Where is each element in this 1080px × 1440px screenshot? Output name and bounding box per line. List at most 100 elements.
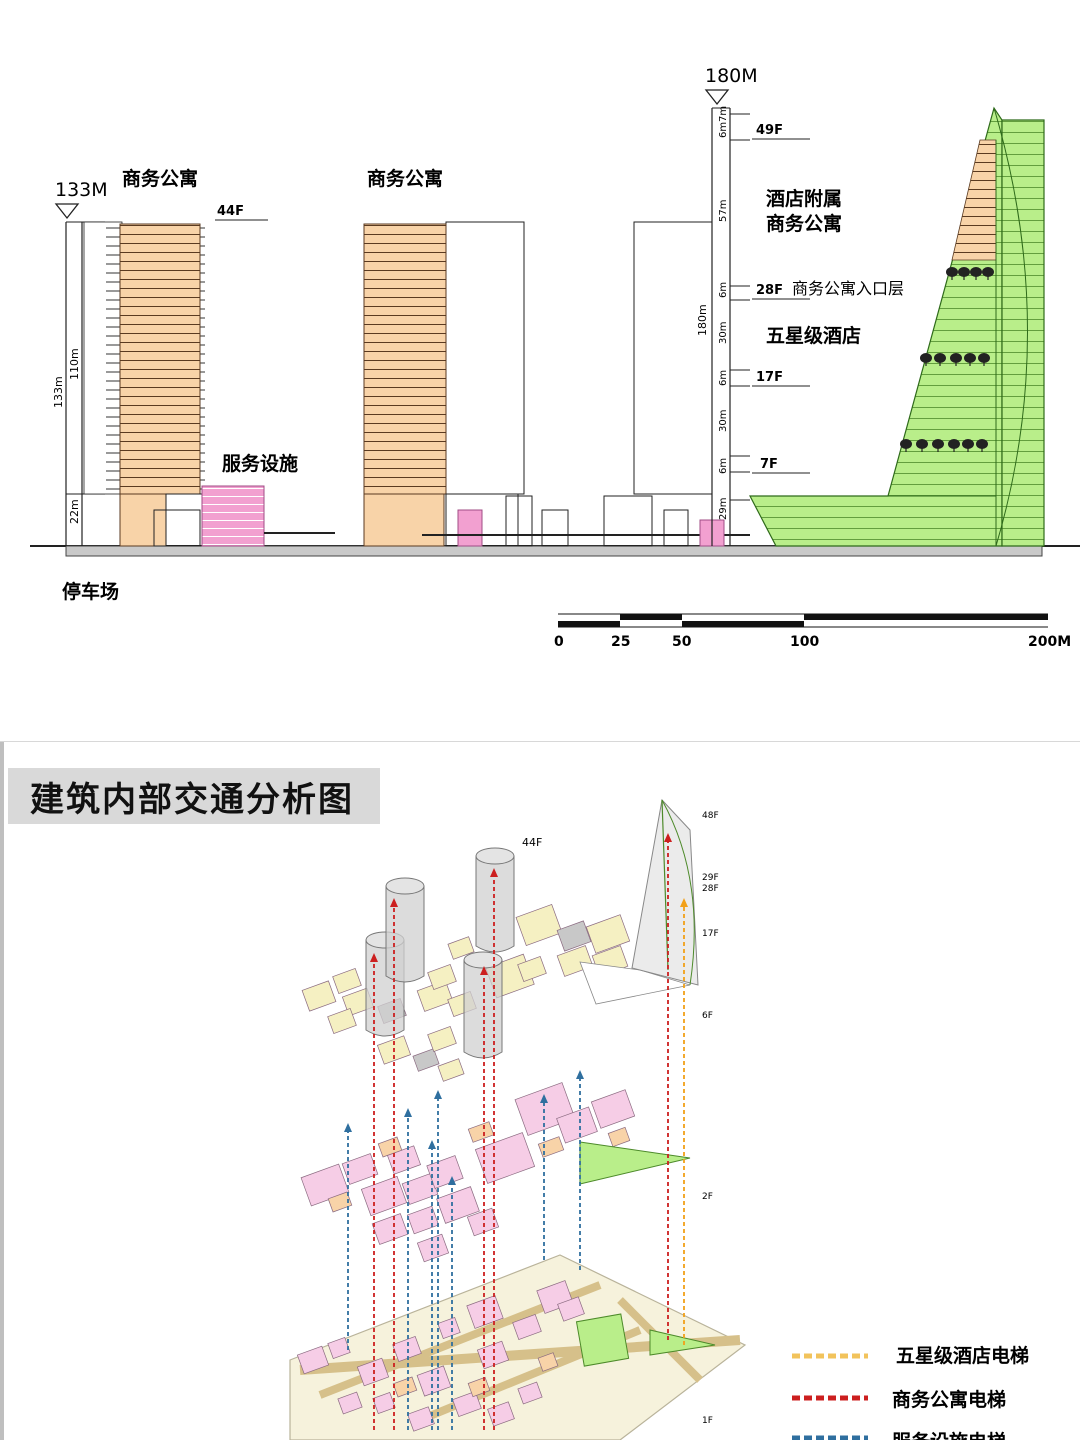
tree-icon [920,353,932,363]
floor-room-6f [427,963,457,991]
tree-icon [970,267,982,277]
dim-6m-c: 6m [718,370,729,386]
tag-48f: 48F [702,811,719,821]
tag-17f: 17F [756,370,783,385]
dim-6m-d: 6m [718,458,729,474]
floor-room-2f [590,1089,636,1129]
floor-room-1f [356,1357,390,1387]
scale-200m: 200M [1028,634,1071,650]
label-parking: 停车场 [62,580,119,603]
tree-icon [950,353,962,363]
label-apt-entrance: 商务公寓入口层 [792,279,904,298]
tree-icon [958,267,970,277]
building-elevation-diagram: 133M 133m 110m 22m 商务公寓 44F 服务设施 商务公寓 [30,65,1080,650]
elevator-arrow [370,953,378,962]
tree-icon [932,439,944,449]
floor-room-1f [512,1313,542,1341]
tag-1f: 1F [702,1416,713,1426]
tree-icon [946,267,958,277]
tree-icon [916,439,928,449]
elevator-arrow [434,1090,442,1099]
floor-room-6f [416,980,454,1012]
floor-room-6f [515,903,563,947]
legend-service-elevator: 服务设施电梯 [792,1430,1006,1440]
elevator-arrow [540,1094,548,1103]
tag-2f: 2F [702,1192,713,1202]
floor-room-6f [447,936,475,960]
hotel-tower [749,106,1045,547]
floor-room-6f [517,955,547,983]
floor-room-2f [327,1191,353,1213]
scale-100: 100 [790,634,819,650]
label-hotel-annex-1: 酒店附属 [766,187,842,210]
floor-room-1f [337,1391,363,1415]
section-left-bar [0,742,4,1440]
elevator-arrow [448,1176,456,1185]
section-title-box: 建筑内部交通分析图 [8,768,380,824]
dim-6m-b: 6m [718,282,729,298]
floor-room-2f [371,1213,409,1245]
scale-0: 0 [554,634,564,650]
legend: 五星级酒店电梯 商务公寓电梯 服务设施电梯 [792,1344,1029,1440]
floor-room-2f [406,1205,440,1235]
tag-17f-3d: 17F [702,929,719,939]
floor-room-6f [585,914,631,954]
label-apartment-1: 商务公寓 [122,167,198,190]
floor-room-1f [296,1345,330,1375]
section-title: 建筑内部交通分析图 [30,779,354,820]
floor-room-1f [327,1336,351,1360]
dim-110m: 110m [68,348,81,380]
podium-base [65,545,1043,557]
floor-room-1f [476,1340,510,1370]
dim-7m: 7m [718,106,729,122]
floor-room-2f [537,1136,565,1158]
floor-room-6f [427,1025,457,1053]
floor-room-6f [332,967,362,995]
dim-133m: 133m [52,376,65,408]
floor-room-6f [412,1048,440,1072]
right-height-marker: 180M 180m 7m 6m 57m 6m 30m 6m 30m 6m 29m [696,65,758,546]
tag-6f: 6F [702,1011,713,1021]
label-five-star: 五星级酒店 [766,324,861,347]
tree-icon [976,439,988,449]
legend-label-hotel: 五星级酒店电梯 [896,1344,1029,1367]
dim-57m: 57m [718,200,729,222]
elevator-arrow [664,833,672,842]
floor-room-2f [436,1186,480,1224]
floor-room-1f [517,1381,543,1405]
dim-180m: 180m [696,304,709,336]
label-apartment-2: 商务公寓 [367,167,443,190]
tag-7f: 7F [760,457,778,472]
tree-icon [962,439,974,449]
elevator-arrow [490,868,498,877]
floor-room-1f [392,1335,422,1363]
scale-50: 50 [672,634,692,650]
floor-room-2f [556,1106,598,1144]
floor-room-6f [556,920,592,952]
tree-icon [982,267,994,277]
tag-28f-3d: 28F [702,884,719,894]
hotel-tower-3d [631,798,699,986]
floor-room-1f [537,1352,559,1372]
elevator-arrow [404,1108,412,1117]
floor-plate-2f [300,1082,691,1263]
floor-room-2f [466,1207,500,1237]
floor-room-2f [360,1175,408,1217]
floor-room-6f [327,1007,357,1035]
dim-30m-b: 30m [718,410,729,432]
right-height-label: 180M [705,65,758,87]
section-divider [0,741,1080,742]
floor-room-2f [467,1121,495,1143]
floor-room-6f [301,980,337,1012]
tag-44f-3d: 44F [522,836,542,849]
tag-29f: 29F [702,873,719,883]
legend-label-apartment: 商务公寓电梯 [892,1388,1006,1411]
floor-room-1f [372,1391,396,1415]
floor-room-1f [452,1390,482,1418]
label-service: 服务设施 [222,452,298,475]
apartment-tower-2 [363,221,750,547]
floor-room-2f [607,1126,631,1148]
tree-icon [900,439,912,449]
tag-28f: 28F [756,283,783,298]
dim-22m: 22m [68,499,81,524]
